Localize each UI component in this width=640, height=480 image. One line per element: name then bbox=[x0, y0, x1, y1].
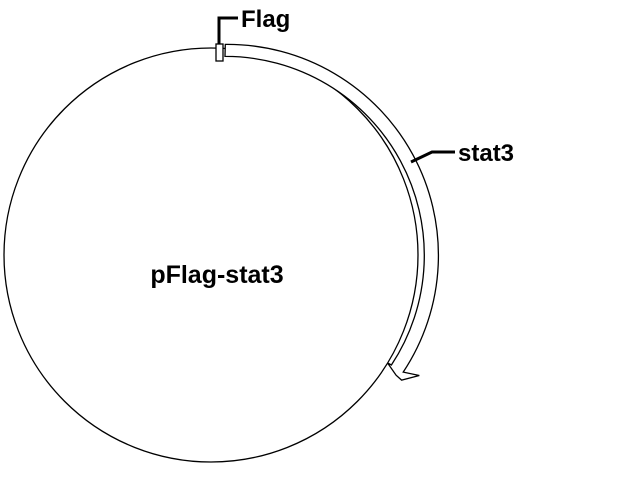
plasmid-backbone bbox=[3, 47, 419, 463]
stat3-gene-arrow bbox=[224, 43, 440, 381]
flag-leader-line bbox=[217, 16, 238, 44]
flag-tag-box bbox=[215, 43, 224, 62]
plasmid-name: pFlag-stat3 bbox=[150, 261, 283, 289]
stat3-label: stat3 bbox=[458, 140, 514, 167]
flag-label: Flag bbox=[241, 6, 290, 33]
stat3-leader-line bbox=[410, 150, 455, 164]
